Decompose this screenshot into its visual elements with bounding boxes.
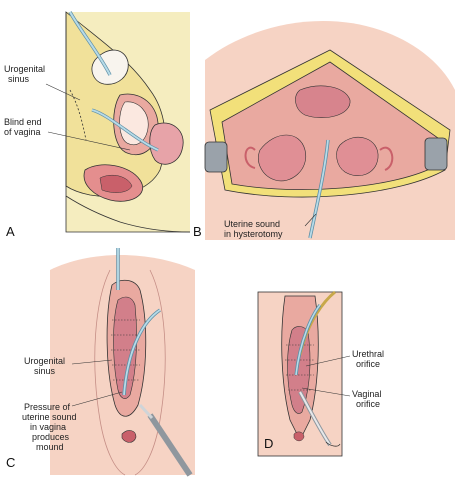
label-uterine-sound-line2: in hysterotomy xyxy=(224,229,283,239)
panel-d-drawing xyxy=(257,290,351,457)
label-pressure-line4: produces xyxy=(32,432,70,442)
label-urogenital-sinus-c-line1: Urogenital xyxy=(24,356,66,366)
panel-letter-d: D xyxy=(264,436,274,451)
label-vaginal-orifice-line1: Vaginal xyxy=(352,389,382,399)
panel-c-drawing xyxy=(50,248,195,477)
label-vaginal-orifice-line2: orifice xyxy=(356,399,381,409)
label-urogenital-sinus-a-line2: sinus xyxy=(8,74,30,84)
panel-a-drawing xyxy=(45,11,191,233)
panel-letter-a: A xyxy=(6,224,15,239)
label-pressure-line2: uterine sound xyxy=(22,412,77,422)
panel-letter-b: B xyxy=(193,224,202,239)
label-pressure-line5: mound xyxy=(36,442,64,452)
label-urogenital-sinus-c-line2: sinus xyxy=(34,366,56,376)
panel-b-drawing xyxy=(204,21,455,240)
label-urogenital-sinus-a-line1: Urogenital xyxy=(4,64,46,74)
panel-letter-c: C xyxy=(6,455,16,470)
label-pressure-line1: Pressure of xyxy=(24,402,71,412)
label-blind-end-line1: Blind end xyxy=(4,117,42,127)
label-uterine-sound-line1: Uterine sound xyxy=(224,219,281,229)
label-urethral-orifice-line1: Urethral xyxy=(352,349,385,359)
label-urethral-orifice-line2: orifice xyxy=(356,359,381,369)
label-blind-end-line2: of vagina xyxy=(4,127,41,137)
label-pressure-line3: in vagina xyxy=(30,422,67,432)
